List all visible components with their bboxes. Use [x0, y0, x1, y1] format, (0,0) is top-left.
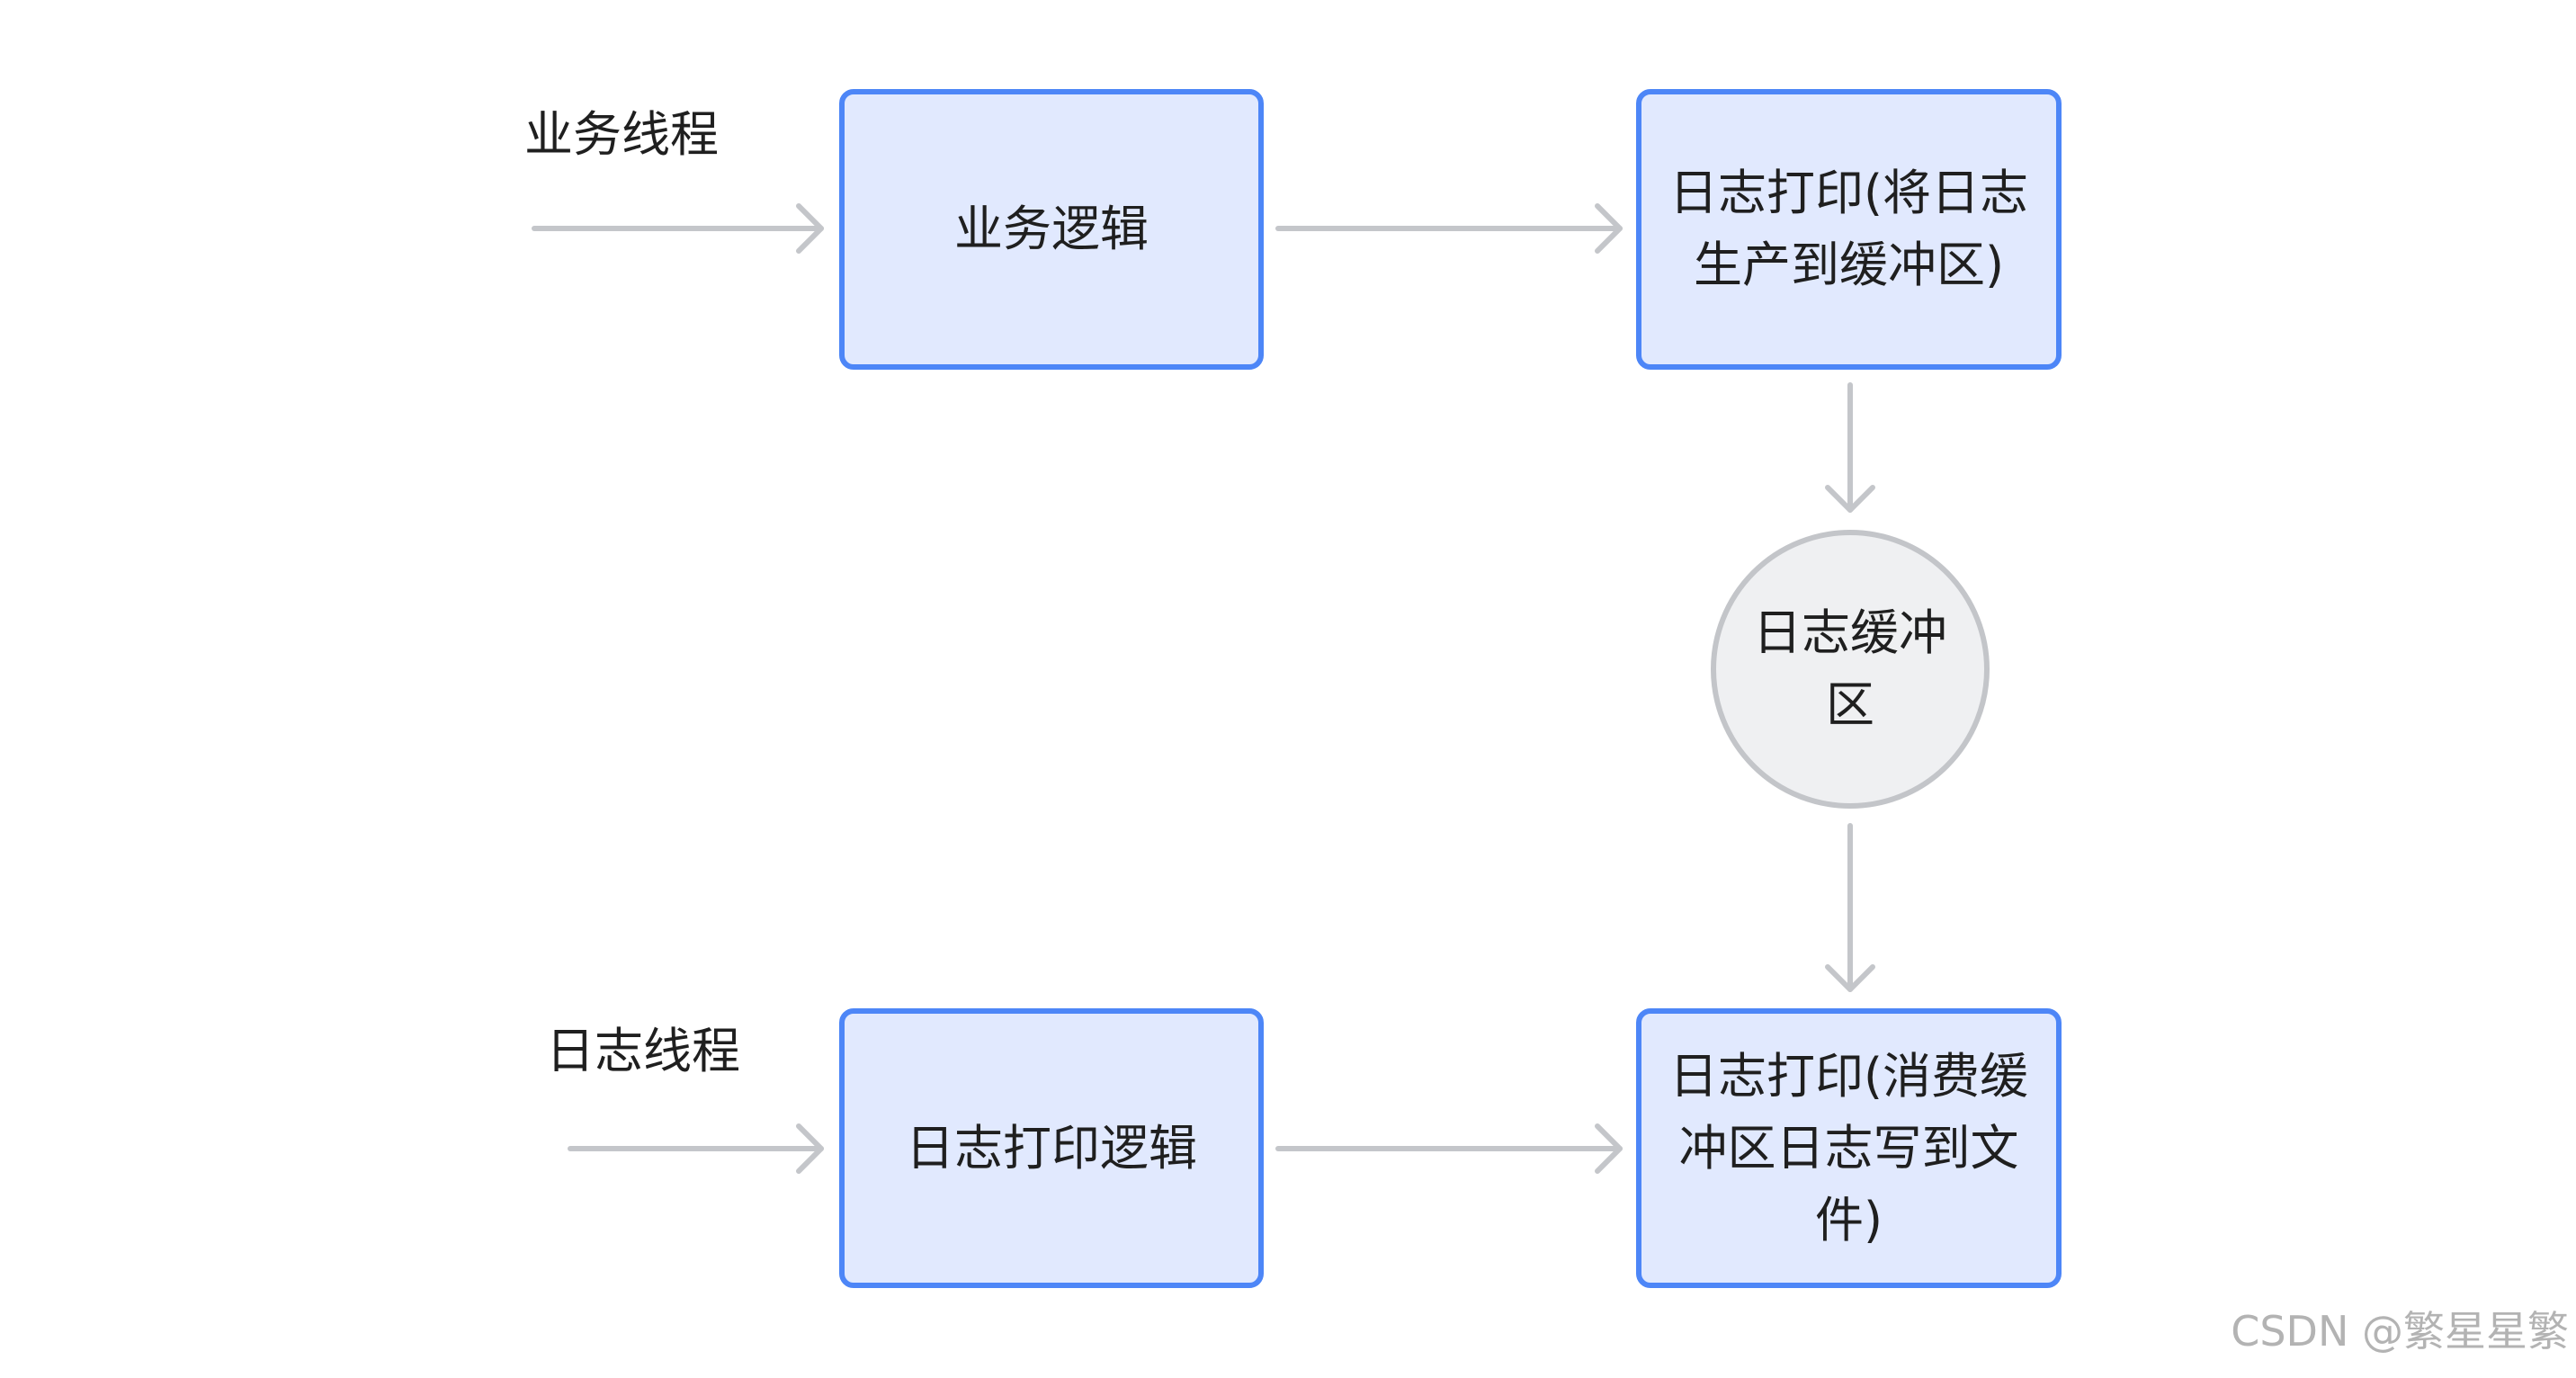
arrow-log-produce-to-log-buffer [1825, 382, 1875, 513]
business-thread-label: 业务线程 [524, 106, 719, 163]
watermark: CSDN @繁星星繁 [2231, 1307, 2569, 1356]
node-text-line: 日志打印逻辑 [906, 1119, 1197, 1177]
node-text-line: 冲区日志写到文 [1678, 1119, 2019, 1177]
log-thread-label: 日志线程 [546, 1023, 740, 1079]
log-buffer-node: 日志缓冲 区 [1711, 530, 1990, 809]
node-text-line: 业务逻辑 [954, 201, 1149, 257]
node-text-line: 件) [1814, 1191, 1883, 1248]
arrow-business-logic-to-log-produce [1275, 203, 1623, 254]
arrow-business-thread-to-business-logic [532, 203, 824, 254]
log-produce-node: 日志打印(将日志 生产到缓冲区) [1636, 89, 2062, 370]
node-text-line: 日志打印(将日志 [1668, 165, 2029, 221]
node-text-line: 日志缓冲 [1753, 604, 1947, 661]
arrow-log-thread-to-log-print-logic [568, 1123, 824, 1174]
node-text-line: 区 [1826, 676, 1874, 733]
node-text-line: 日志打印(消费缓 [1668, 1047, 2029, 1105]
arrow-log-print-logic-to-log-consume [1275, 1123, 1623, 1174]
log-consume-node: 日志打印(消费缓 冲区日志写到文 件) [1636, 1008, 2062, 1288]
arrow-log-buffer-to-log-consume [1825, 823, 1875, 992]
log-print-logic-node: 日志打印逻辑 [839, 1008, 1264, 1288]
node-text-line: 生产到缓冲区) [1693, 237, 2005, 293]
business-logic-node: 业务逻辑 [839, 89, 1264, 370]
